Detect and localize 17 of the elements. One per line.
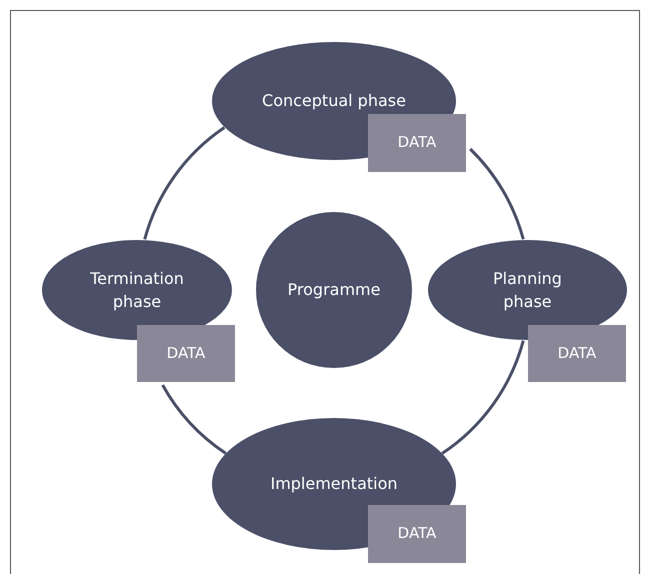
node-label: Termination phase: [89, 268, 185, 313]
ring-connector: [441, 340, 525, 455]
ring-connector: [469, 148, 525, 240]
node-label: DATA: [398, 523, 436, 544]
data-box: [528, 325, 626, 382]
node-label: DATA: [558, 342, 596, 364]
node-label: Conceptual phase: [262, 90, 406, 112]
node-label: DATA: [398, 132, 436, 154]
node-label: Planning phase: [492, 268, 563, 313]
node-label: Implementation: [270, 473, 398, 496]
data-box: [368, 505, 466, 563]
ring-connector: [143, 126, 226, 240]
ring-connector: [161, 384, 227, 455]
node-label: Programme: [288, 279, 380, 302]
node-label: DATA: [166, 342, 206, 364]
data-box: [368, 114, 466, 172]
data-box: [137, 325, 235, 382]
